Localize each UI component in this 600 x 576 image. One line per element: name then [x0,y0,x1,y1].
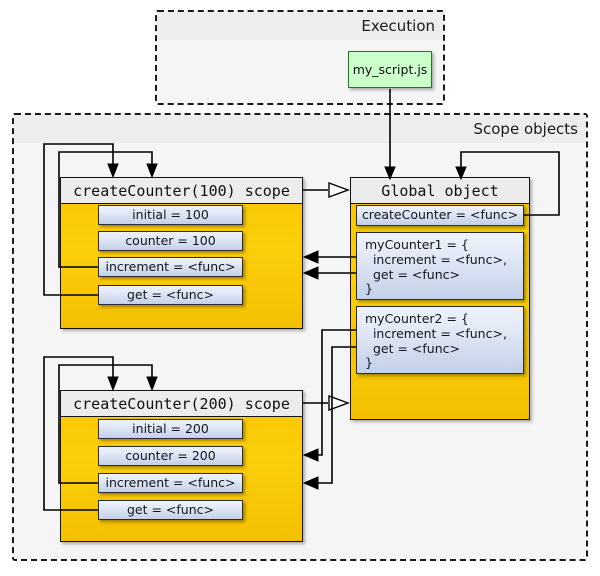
attr-counter-100[interactable]: counter = 100 [98,231,243,251]
attr-get-200[interactable]: get = <func> [98,500,243,520]
attr-initial-200[interactable]: initial = 200 [98,419,243,439]
global-object-title: Global object [351,178,529,204]
frame-scope-objects-title: Scope objects [473,120,578,138]
scope-box-create-counter-100-title: createCounter(100) scope [61,178,302,204]
scope-title-text: createCounter(200) scope [73,394,290,413]
frame-execution-header [157,12,443,40]
attr-counter-200[interactable]: counter = 200 [98,446,243,466]
attr-my-counter-1[interactable]: myCounter1 = { increment = <func>, get =… [356,232,524,300]
frame-scope-objects-header [14,115,586,143]
scope-box-create-counter-200-title: createCounter(200) scope [61,391,302,417]
attr-initial-100[interactable]: initial = 100 [98,205,243,225]
scope-box-create-counter-100[interactable]: createCounter(100) scope [60,177,303,329]
global-object-title-text: Global object [381,181,499,200]
script-node-my-script-js[interactable]: my_script.js [348,51,432,88]
attr-create-counter-func[interactable]: createCounter = <func> [356,205,524,226]
scope-title-text: createCounter(100) scope [73,181,290,200]
attr-increment-200[interactable]: increment = <func> [98,473,243,493]
attr-increment-100[interactable]: increment = <func> [98,257,243,277]
frame-execution-title: Execution [361,17,435,35]
attr-get-100[interactable]: get = <func> [98,285,243,305]
attr-my-counter-2[interactable]: myCounter2 = { increment = <func>, get =… [356,306,524,374]
